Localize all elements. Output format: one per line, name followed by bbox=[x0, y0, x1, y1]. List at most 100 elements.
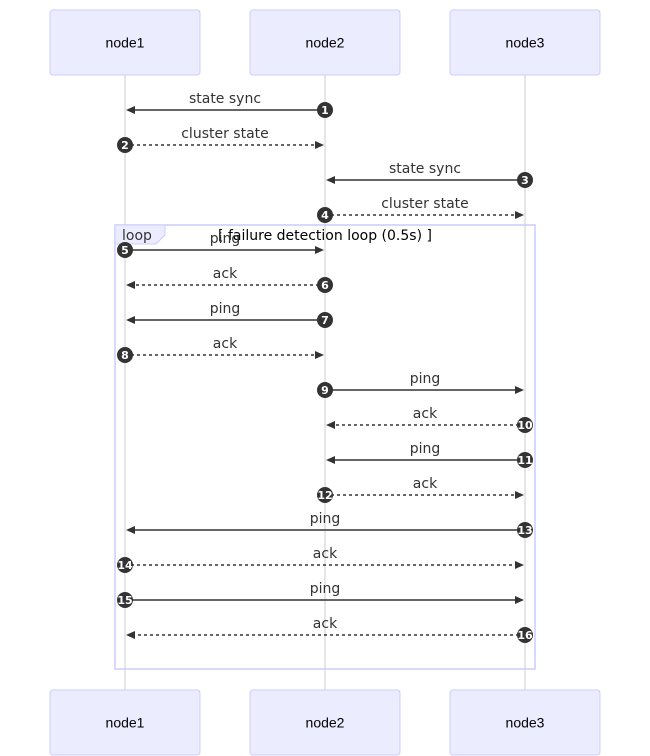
sequence-badge-circle bbox=[317, 207, 333, 223]
actor-label: node1 bbox=[106, 715, 145, 731]
arrowhead bbox=[315, 351, 324, 359]
message-8: ack 8 bbox=[117, 336, 324, 363]
sequence-number-badge: 3 bbox=[517, 172, 533, 188]
arrowhead bbox=[326, 421, 335, 429]
sequence-number-badge: 10 bbox=[517, 417, 533, 433]
message-label: ack bbox=[413, 406, 438, 422]
message-13: ping 13 bbox=[126, 511, 533, 538]
actor-box bbox=[449, 9, 601, 76]
actor-bottom-node3: node3 bbox=[449, 689, 601, 756]
sequence-badge-circle bbox=[317, 277, 333, 293]
sequence-badge-circle bbox=[317, 382, 333, 398]
arrowhead bbox=[515, 386, 524, 394]
arrowhead bbox=[126, 106, 135, 114]
loop-keyword: loop bbox=[122, 228, 152, 244]
sequence-badge-circle bbox=[317, 102, 333, 118]
loop-tab bbox=[114, 224, 166, 245]
actor-bottom-node1: node1 bbox=[49, 689, 201, 756]
sequence-number: 2 bbox=[121, 139, 129, 152]
sequence-number-badge: 15 bbox=[117, 592, 133, 608]
actor-label: node2 bbox=[306, 715, 345, 731]
actor-box bbox=[249, 689, 401, 756]
actor-label: node3 bbox=[506, 715, 545, 731]
message-label: ack bbox=[213, 266, 238, 282]
arrowhead bbox=[126, 526, 135, 534]
sequence-number: 8 bbox=[121, 349, 129, 362]
loop-block: loop [ failure detection loop (0.5s) ] bbox=[114, 224, 536, 670]
message-7: ping 7 bbox=[126, 301, 333, 328]
sequence-badge-circle bbox=[517, 172, 533, 188]
message-label: ack bbox=[413, 476, 438, 492]
sequence-number: 11 bbox=[517, 454, 532, 467]
sequence-number-badge: 16 bbox=[517, 627, 533, 643]
arrowhead bbox=[315, 246, 324, 254]
messages: state sync 1 cluster state 2 state sync 3 clus… bbox=[117, 91, 533, 643]
sequence-number-badge: 9 bbox=[317, 382, 333, 398]
actor-box bbox=[249, 9, 401, 76]
sequence-number: 15 bbox=[117, 594, 132, 607]
message-label: cluster state bbox=[181, 126, 269, 142]
sequence-badge-circle bbox=[117, 592, 133, 608]
sequence-badge-circle bbox=[117, 137, 133, 153]
message-10: ack 10 bbox=[326, 406, 533, 433]
sequence-number-badge: 11 bbox=[517, 452, 533, 468]
arrowhead bbox=[326, 456, 335, 464]
message-12: ack 12 bbox=[317, 476, 524, 503]
message-label: ping bbox=[210, 301, 241, 317]
actor-label: node1 bbox=[106, 35, 145, 51]
sequence-badge-circle bbox=[117, 347, 133, 363]
message-label: ack bbox=[313, 546, 338, 562]
actor-box bbox=[49, 9, 201, 76]
sequence-badge-circle bbox=[317, 487, 333, 503]
message-label: ping bbox=[310, 511, 341, 527]
arrowhead bbox=[126, 316, 135, 324]
arrowhead bbox=[126, 281, 135, 289]
message-label: state sync bbox=[189, 91, 261, 107]
message-label: cluster state bbox=[381, 196, 469, 212]
arrowhead bbox=[515, 561, 524, 569]
sequence-number-badge: 8 bbox=[117, 347, 133, 363]
sequence-number: 14 bbox=[117, 559, 133, 572]
message-label: ack bbox=[213, 336, 238, 352]
message-14: ack 14 bbox=[117, 546, 524, 573]
sequence-number: 9 bbox=[321, 384, 329, 397]
sequence-badge-circle bbox=[517, 522, 533, 538]
arrowhead bbox=[315, 141, 324, 149]
sequence-number-badge: 14 bbox=[117, 557, 133, 573]
sequence-number-badge: 2 bbox=[117, 137, 133, 153]
sequence-number: 5 bbox=[121, 244, 129, 257]
message-4: cluster state 4 bbox=[317, 196, 524, 223]
sequence-badge-circle bbox=[117, 242, 133, 258]
message-11: ping 11 bbox=[326, 441, 533, 468]
actor-label: node3 bbox=[506, 35, 545, 51]
actor-top-node3: node3 bbox=[449, 9, 601, 76]
arrowhead bbox=[326, 176, 335, 184]
sequence-number: 16 bbox=[517, 629, 533, 642]
loop-frame bbox=[114, 224, 536, 670]
sequence-number: 1 bbox=[321, 104, 329, 117]
actor-top-node2: node2 bbox=[249, 9, 401, 76]
sequence-number: 7 bbox=[321, 314, 329, 327]
actor-box bbox=[49, 689, 201, 756]
arrowhead bbox=[515, 596, 524, 604]
actor-box bbox=[449, 689, 601, 756]
message-label: state sync bbox=[389, 161, 461, 177]
sequence-number-badge: 12 bbox=[317, 487, 333, 503]
arrowhead bbox=[515, 211, 524, 219]
message-2: cluster state 2 bbox=[117, 126, 324, 153]
sequence-number-badge: 1 bbox=[317, 102, 333, 118]
actor-top-node1: node1 bbox=[49, 9, 201, 76]
sequence-badge-circle bbox=[517, 452, 533, 468]
sequence-number: 4 bbox=[321, 209, 329, 222]
message-label: ping bbox=[410, 441, 441, 457]
sequence-number-badge: 7 bbox=[317, 312, 333, 328]
sequence-badge-circle bbox=[517, 417, 533, 433]
sequence-badge-circle bbox=[517, 627, 533, 643]
sequence-number: 13 bbox=[517, 524, 532, 537]
actors: node1 node2 node3 node1 node2 node3 bbox=[49, 9, 601, 756]
